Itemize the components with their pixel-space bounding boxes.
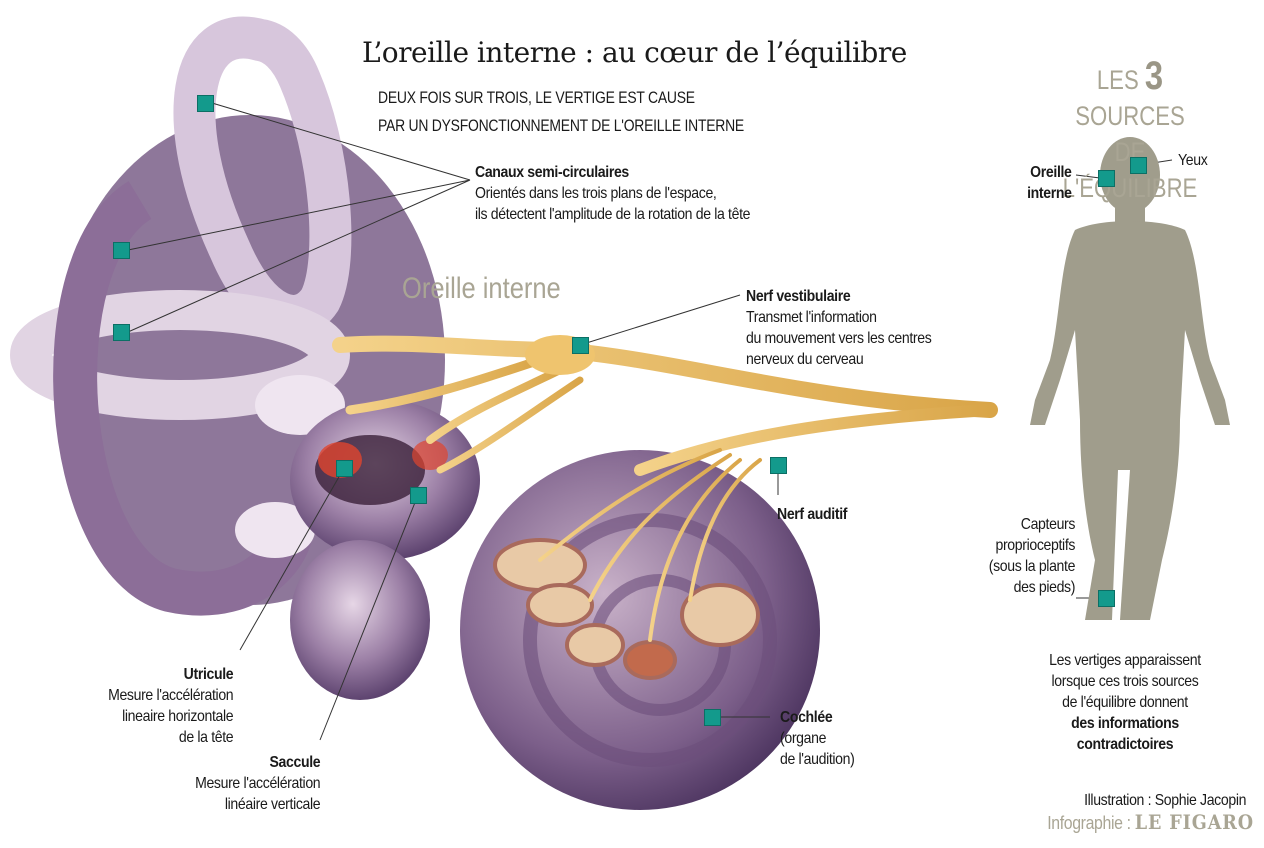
label-text: Orientés dans les trois plans de l'espac… [475,185,717,202]
label-text: nerveux du cerveau [746,351,864,368]
label-nerf-vestibulaire: Nerf vestibulaire Transmet l'information… [746,286,932,370]
label-text: des pieds) [1013,579,1076,596]
label-title: Utricule [183,666,233,683]
label-oreille-interne: Oreille interne [1027,162,1073,204]
label-text: Capteurs [1020,516,1076,533]
marker-nerf-vestibulaire [572,337,589,354]
label-yeux: Yeux [1178,152,1208,169]
label-capteurs: Capteurs proprioceptifs (sous la plante … [988,514,1076,598]
marker-canal-posterior [113,242,130,259]
lateral-canal [10,290,350,420]
label-text: lineaire horizontale [121,708,234,725]
label-text: Mesure l'accélération [107,687,234,704]
label-title: Nerf vestibulaire [746,288,851,305]
label-title: interne [1027,185,1073,202]
heading-number: 3 [1144,54,1164,98]
credit-label: Infographie : [1047,813,1131,833]
page-title: L’oreille interne : au cœur de l’équilib… [362,36,907,69]
label-text: proprioceptifs [995,537,1075,554]
label-title: Cochlée [780,709,833,726]
label-text: Mesure l'accélération [194,775,321,792]
label-bold: des informations [1071,715,1179,732]
label-text: ils détectent l'amplitude de la rotation… [475,206,751,223]
label-text: linéaire verticale [224,796,321,813]
heading-text: LES [1096,65,1139,95]
label-text: du mouvement vers les centres [746,330,932,347]
label-saccule: Saccule Mesure l'accélération linéaire v… [194,752,321,815]
sources-heading: LES 3 SOURCES DE L'ÉQUILIBRE [1048,56,1212,206]
label-utricule: Utricule Mesure l'accélération lineaire … [107,664,234,748]
label-text: (sous la plante [988,558,1076,575]
brand-logo: LE FIGARO [1134,810,1254,834]
ear-label: Oreille interne [402,272,561,305]
label-cochlee: Cochlée (organe de l'audition) [780,707,855,770]
label-text: de l'équilibre donnent [1062,694,1188,711]
label-text: de l'audition) [780,751,855,768]
human-silhouette [1030,137,1230,620]
label-title: Saccule [269,754,320,771]
label-text: Les vertiges apparaissent [1049,652,1201,669]
label-title: Canaux semi-circulaires [475,164,629,181]
subtitle-line: DEUX FOIS SUR TROIS, LE VERTIGE EST CAUS… [378,88,695,107]
credit-infographie: Infographie : LE FIGARO [1047,812,1254,834]
marker-canal-superior [197,95,214,112]
heading-text: SOURCES [1075,101,1185,131]
subtitle-line: PAR UN DYSFONCTIONNEMENT DE L'OREILLE IN… [378,116,744,135]
marker-saccule [410,487,427,504]
posterior-canal [53,181,314,616]
marker-yeux [1130,157,1147,174]
label-nerf-auditif: Nerf auditif [777,504,847,525]
label-text: (organe [780,730,827,747]
marker-cochlee [704,709,721,726]
inner-ear-drawing [10,16,820,810]
marker-oreille-interne [1098,170,1115,187]
label-bold: contradictoires [1076,736,1174,753]
label-text: lorsque ces trois sources [1051,673,1199,690]
label-title: Oreille [1030,164,1073,181]
marker-canal-lateral [113,324,130,341]
label-title: Nerf auditif [777,506,848,523]
label-canaux: Canaux semi-circulaires Orientés dans le… [475,162,750,225]
marker-pieds [1098,590,1115,607]
label-text: Transmet l'information [746,309,877,326]
label-text: de la tête [178,729,234,746]
marker-utricule [336,460,353,477]
conclusion-text: Les vertiges apparaissent lorsque ces tr… [1024,650,1226,755]
credit-illustration: Illustration : Sophie Jacopin [1084,792,1246,809]
marker-nerf-auditif [770,457,787,474]
